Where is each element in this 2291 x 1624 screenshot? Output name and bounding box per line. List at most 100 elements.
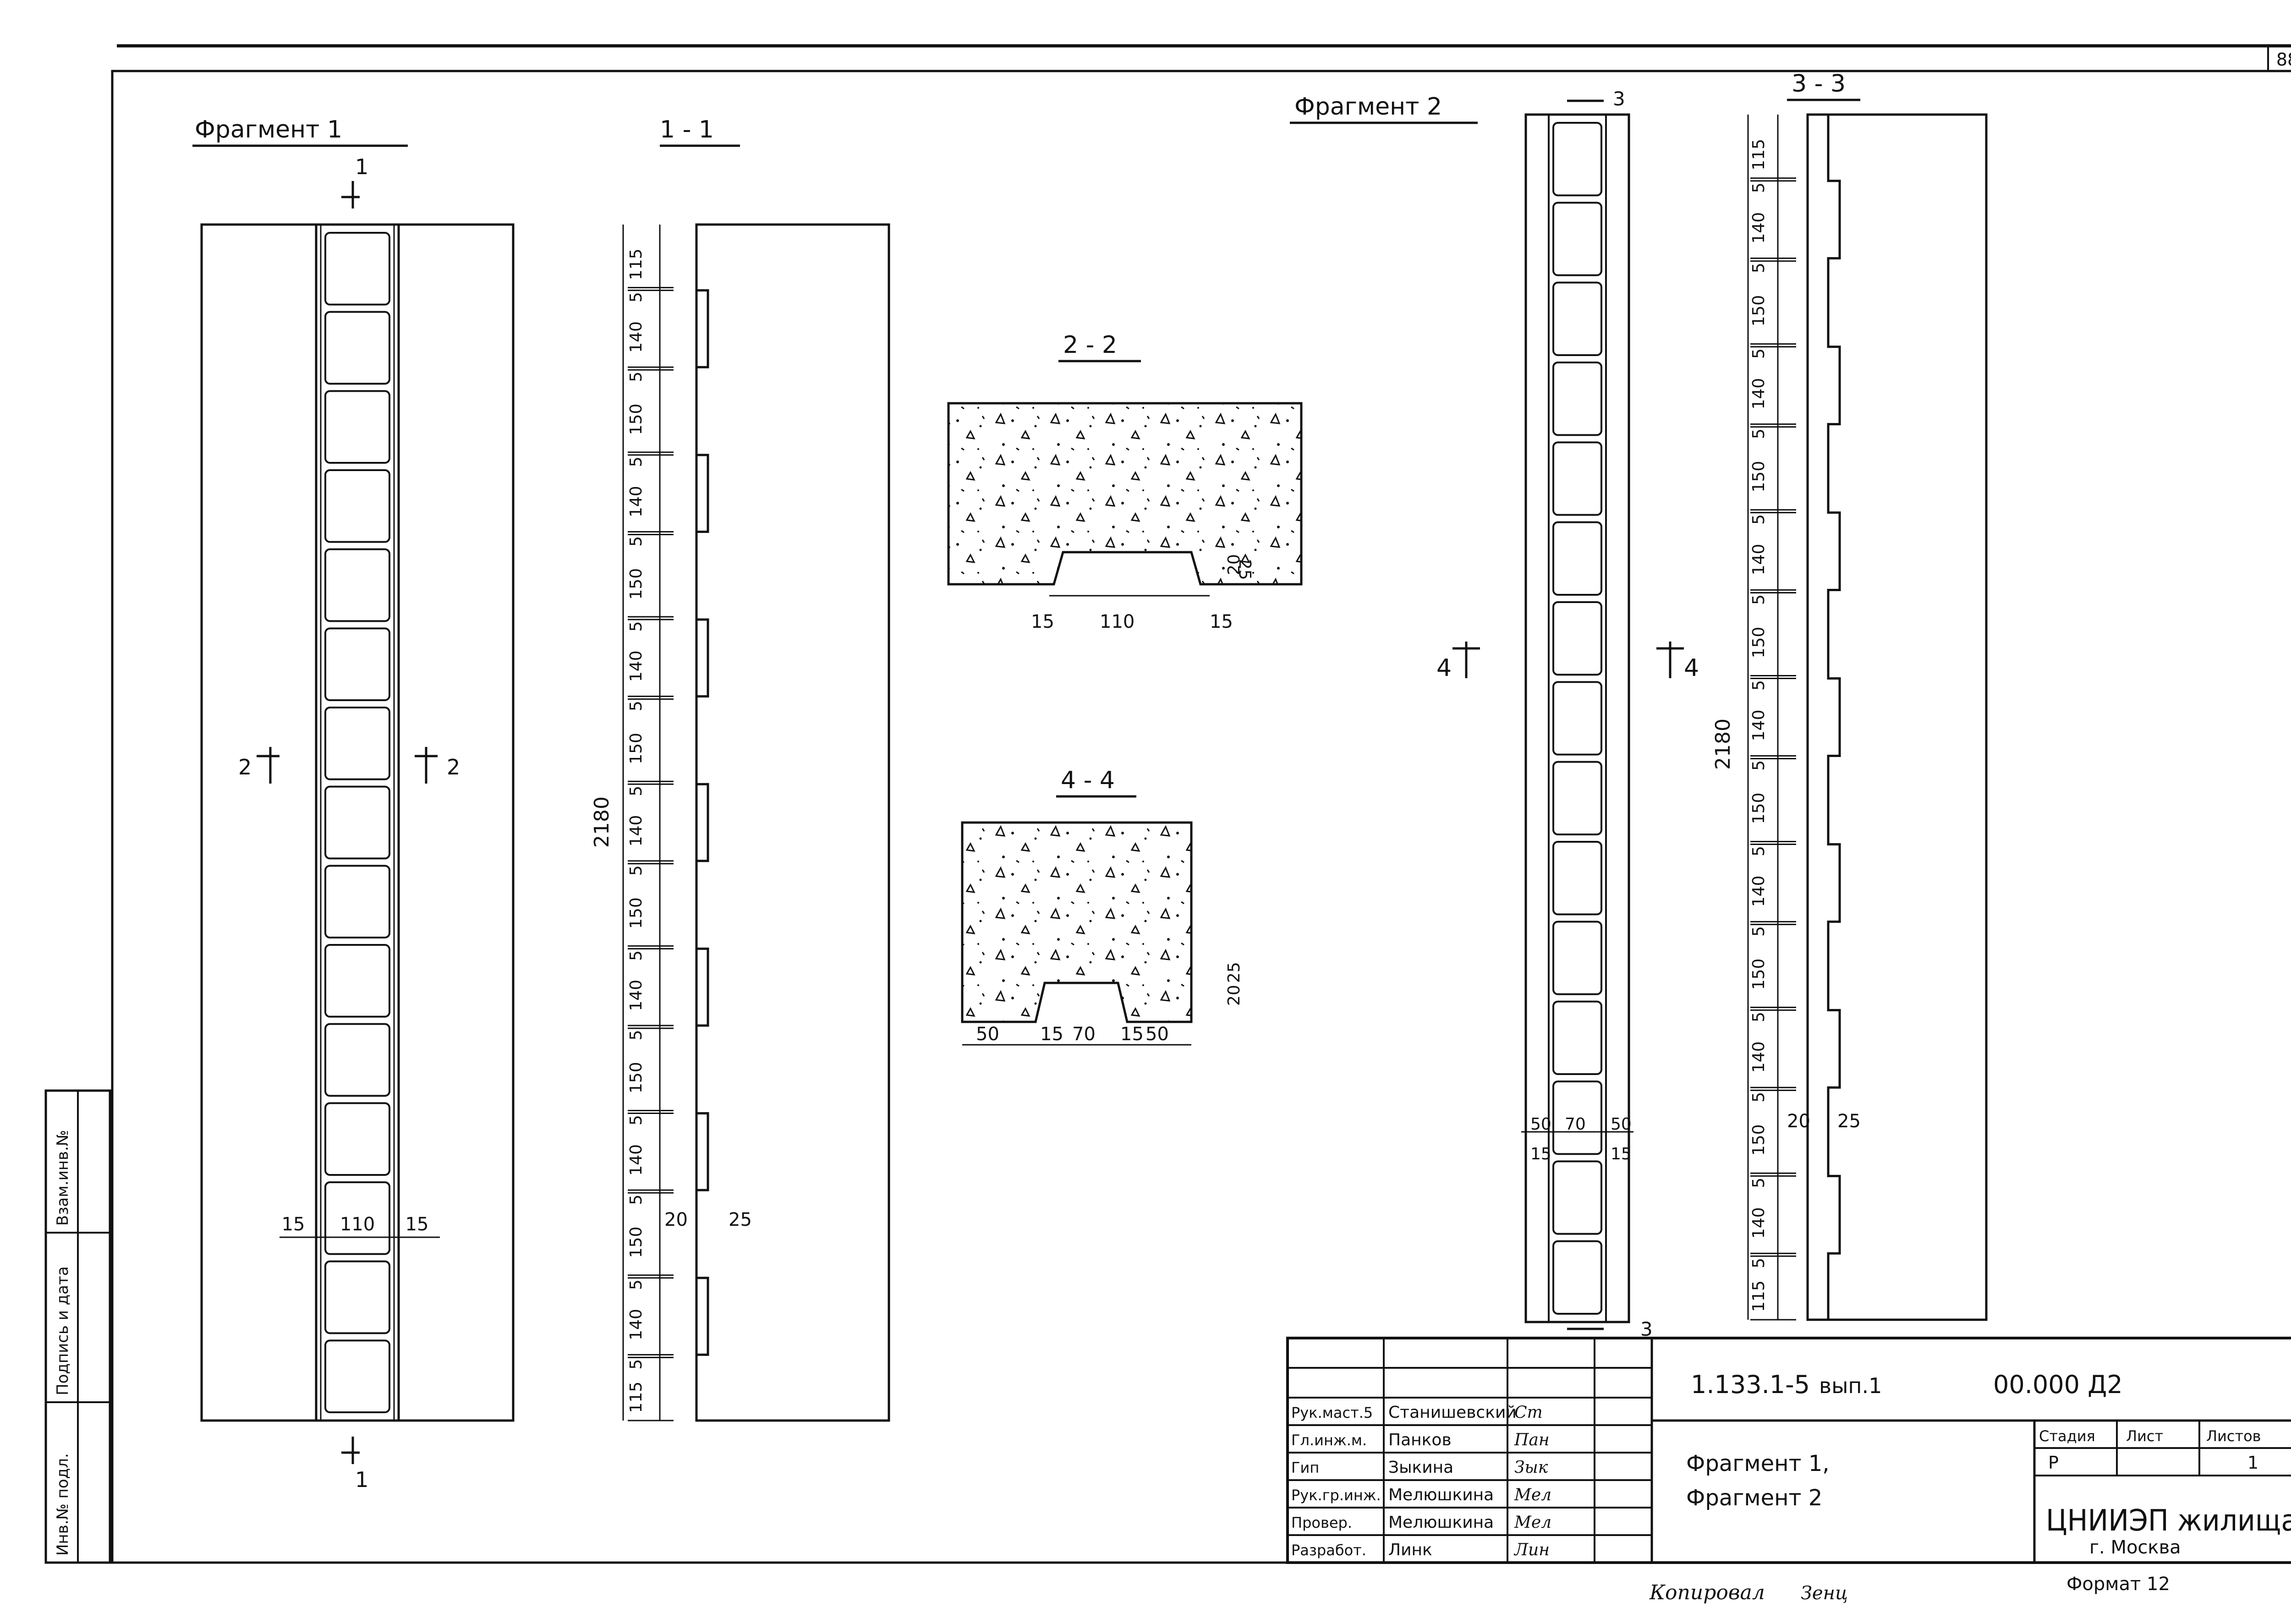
- fragment-2-keys: [1552, 122, 1602, 1315]
- section_1_1-chain-dim: 150: [627, 733, 646, 764]
- section-3-3-dims: 1155140515051405150514051505140515051405…: [1749, 139, 1796, 1321]
- section-2-2-dim-1: 15: [1031, 611, 1054, 632]
- fragment-1-dim-mid: 110: [340, 1214, 375, 1235]
- section-1-1: 1 - 1 1155140515051405150514051505140515…: [590, 116, 890, 1422]
- fragment-1-key: [324, 1260, 390, 1334]
- section_1_1-chain-dim: 150: [627, 897, 646, 929]
- fragment-2-key: [1552, 681, 1602, 756]
- section_3_3-chain-dim: 115: [1749, 1280, 1768, 1312]
- fragment-2-key: [1552, 921, 1602, 995]
- section_1_1-chain-dim: 115: [627, 248, 646, 280]
- section_3_3-chain-dim: 5: [1749, 1258, 1768, 1268]
- section_3_3-chain-dim: 140: [1749, 1207, 1768, 1239]
- section_3_3-chain-dim: 115: [1749, 139, 1768, 170]
- section_3_3-chain-dim: 5: [1749, 594, 1768, 605]
- section-2-2: 2 - 2 15 110 15 25 20: [947, 331, 1303, 632]
- section_1_1-chain-dim: 150: [627, 404, 646, 435]
- sheet-header: Лист: [2126, 1427, 2163, 1445]
- section_3_3-chain-dim: 5: [1749, 926, 1768, 937]
- fragment-1-key: [324, 707, 390, 780]
- fragment-2-key: [1552, 841, 1602, 916]
- fragment-1-dim-right: 15: [406, 1214, 429, 1235]
- fragment-2-dim-a: 50: [1530, 1115, 1551, 1134]
- copied-label: Копировал: [1649, 1581, 1765, 1604]
- org-name: ЦНИИЭП жилища: [2046, 1504, 2291, 1538]
- fragment-1-dim-left: 15: [282, 1214, 305, 1235]
- section_1_1-chain-dim: 5: [627, 621, 646, 632]
- section_3_3-chain-dim: 5: [1749, 846, 1768, 856]
- stamp-inv-label: Инв.№ подл.: [54, 1453, 72, 1556]
- section-3-3-title: 3 - 3: [1792, 70, 1846, 98]
- section_3_3-chain-dim: 140: [1749, 710, 1768, 741]
- org-city: г. Москва: [2089, 1537, 2181, 1558]
- fragment-2: Фрагмент 2 3 3 4 4 50 70 50 15 15: [1290, 88, 1699, 1340]
- staff-name: Панков: [1388, 1431, 1452, 1449]
- section-4-4-title: 4 - 4: [1061, 767, 1115, 794]
- section_3_3-chain-dim: 140: [1749, 212, 1768, 244]
- fragment-2-key: [1552, 1240, 1602, 1315]
- section_1_1-chain-dim: 5: [627, 372, 646, 382]
- fragment-1-key: [324, 944, 390, 1018]
- staff-name: Мелюшкина: [1388, 1513, 1494, 1532]
- staff-signature: Мел: [1514, 1486, 1551, 1504]
- section_3_3-chain-dim: 5: [1749, 348, 1768, 359]
- section_1_1-chain-dim: 5: [627, 1030, 646, 1041]
- section_1_1-chain-dim: 140: [627, 486, 646, 517]
- section-2-2-dim-3: 15: [1210, 611, 1233, 632]
- section-2-2-dim-2: 110: [1100, 611, 1135, 632]
- fragment-2-dim-d: 15: [1530, 1145, 1551, 1163]
- fragment-1-keys: [324, 232, 390, 1413]
- fragment-1-key: [324, 390, 390, 464]
- section_3_3-chain-dim: 5: [1749, 263, 1768, 273]
- fragment-2-key: [1552, 1000, 1602, 1075]
- fragment-1-cut-bottom: 1: [355, 1467, 368, 1492]
- section-4-4-dim-4: 15: [1120, 1024, 1144, 1045]
- section-3-3-depth-a: 20: [1787, 1111, 1810, 1132]
- sheet-title-line1: Фрагмент 1,: [1686, 1451, 1830, 1476]
- fragment-2-key: [1552, 441, 1602, 516]
- fragment-1-key: [324, 865, 390, 939]
- section_1_1-chain-dim: 5: [627, 1115, 646, 1125]
- section_1_1-chain-dim: 140: [627, 650, 646, 682]
- fragment-1-key: [324, 232, 390, 306]
- staff-role: Рук.маст.5: [1291, 1404, 1373, 1421]
- section_1_1-chain-dim: 5: [627, 1195, 646, 1205]
- section-4-4-dim-1: 50: [976, 1024, 999, 1045]
- fragment-2-key: [1552, 122, 1602, 197]
- fragment-1: Фрагмент 1 1 1 2 2 15 110 15: [192, 116, 515, 1492]
- staff-role: Гип: [1291, 1459, 1319, 1476]
- section_3_3-chain-dim: 150: [1749, 461, 1768, 493]
- section_3_3-chain-dim: 140: [1749, 1041, 1768, 1073]
- section_3_3-chain-dim: 150: [1749, 295, 1768, 327]
- staff-role: Разработ.: [1291, 1542, 1366, 1559]
- stamp-sign-label: Подпись и дата: [54, 1266, 72, 1395]
- fragment-1-cut-left: 2: [238, 755, 252, 779]
- fragment-2-cut-right: 4: [1684, 654, 1699, 682]
- staff-role: Гл.инж.м.: [1291, 1432, 1367, 1449]
- section-1-1-title: 1 - 1: [660, 116, 714, 143]
- staff-signature: Зык: [1514, 1458, 1548, 1477]
- staff-role: Рук.гр.инж.: [1291, 1487, 1381, 1504]
- fragment-2-cut-bottom: 3: [1640, 1318, 1653, 1340]
- section-2-2-side-2: 20: [1225, 554, 1244, 575]
- section_1_1-chain-dim: 5: [627, 786, 646, 796]
- section-4-4-dim-5: 50: [1146, 1024, 1169, 1045]
- fragment-1-title: Фрагмент 1: [195, 116, 342, 143]
- section_1_1-chain-dim: 5: [627, 865, 646, 876]
- section_1_1-chain-dim: 5: [627, 1279, 646, 1290]
- format-label: Формат 12: [2066, 1574, 2170, 1595]
- section_1_1-chain-dim: 5: [627, 950, 646, 961]
- section_3_3-chain-dim: 5: [1749, 182, 1768, 193]
- section-3-3-overall: 2180: [1711, 719, 1735, 770]
- fragment-2-cut-left: 4: [1436, 654, 1452, 682]
- fragment-1-key: [324, 1339, 390, 1413]
- section_1_1-chain-dim: 140: [627, 321, 646, 353]
- section_3_3-chain-dim: 5: [1749, 760, 1768, 771]
- section_3_3-chain-dim: 5: [1749, 680, 1768, 691]
- fragment-1-cut-top: 1: [355, 154, 368, 179]
- section-3-3-depth-b: 25: [1837, 1111, 1861, 1132]
- section_3_3-chain-dim: 150: [1749, 1124, 1768, 1156]
